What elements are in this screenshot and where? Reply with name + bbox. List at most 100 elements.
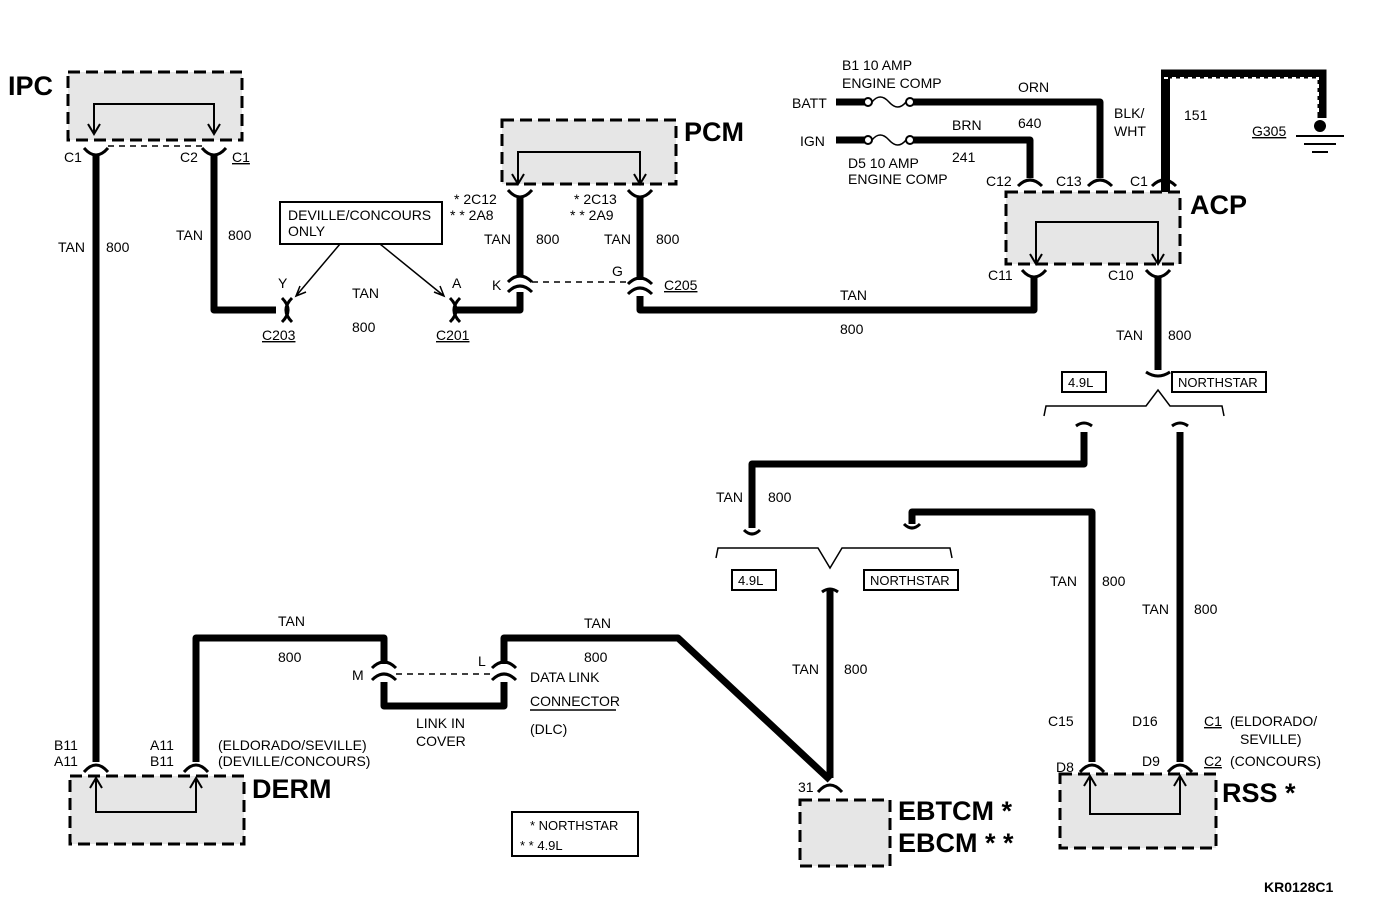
- ipc-pin-c1: C1: [64, 149, 82, 165]
- conn-c203: C203: [262, 327, 296, 343]
- circuit-number: 800: [584, 649, 608, 665]
- rss-conn: C1: [1204, 713, 1222, 729]
- engine-northstar: NORTHSTAR: [870, 573, 950, 588]
- engine-49l: 4.9L: [738, 573, 763, 588]
- wire-color: TAN: [176, 227, 203, 243]
- fuse-d5-label: D5 10 AMP: [848, 155, 919, 171]
- conn-l: L: [478, 653, 486, 669]
- wire-link: [380, 682, 508, 710]
- wire-color: TAN: [278, 613, 305, 629]
- rss-conn-note: (ELDORADO/: [1230, 713, 1317, 729]
- acp-pin: C10: [1108, 267, 1134, 283]
- wire-color: TAN: [792, 661, 819, 677]
- deville-note: DEVILLE/CONCOURS: [288, 207, 431, 223]
- connector-pins: [82, 146, 1225, 794]
- wire-color: TAN: [604, 231, 631, 247]
- conn-k: K: [492, 277, 502, 293]
- ipc-pin-c1b: C1: [232, 149, 250, 165]
- ipc-label: IPC: [8, 71, 53, 101]
- derm-variant: (ELDORADO/SEVILLE): [218, 737, 367, 753]
- deville-note: ONLY: [288, 223, 326, 239]
- wire-color: ORN: [1018, 79, 1049, 95]
- wire-derm-m: [192, 634, 388, 762]
- circuit-number: 800: [352, 319, 376, 335]
- circuit-number: 800: [1102, 573, 1126, 589]
- rss-pin: D8: [1056, 759, 1074, 775]
- circuit-number: 800: [106, 239, 130, 255]
- wire-color: TAN: [1142, 601, 1169, 617]
- circuit-number: 800: [840, 321, 864, 337]
- rss-conn: C2: [1204, 753, 1222, 769]
- rss-pin: D9: [1142, 753, 1160, 769]
- engine-northstar: NORTHSTAR: [1178, 375, 1258, 390]
- conn-m: M: [352, 667, 364, 683]
- figure-id: KR0128C1: [1264, 879, 1333, 895]
- dlc-label: DATA LINK: [530, 669, 600, 685]
- conn-c201: C201: [436, 327, 470, 343]
- circuit-number: 800: [228, 227, 252, 243]
- wire-color: TAN: [1050, 573, 1077, 589]
- circuit-number: 800: [536, 231, 560, 247]
- conn-a: A: [452, 275, 462, 291]
- dlc-label: CONNECTOR: [530, 693, 620, 709]
- wire-color: BLK/: [1114, 105, 1144, 121]
- ign-label: IGN: [800, 133, 825, 149]
- rss-conn-note: SEVILLE): [1240, 731, 1301, 747]
- derm-pin: A11: [54, 753, 78, 769]
- rss-pin: C15: [1048, 713, 1074, 729]
- wire-l-ebtcm: [500, 634, 833, 783]
- ebtcm-module: EBTCM * EBCM * *: [798, 796, 1014, 868]
- circuit-number: 241: [952, 149, 976, 165]
- wire-color: TAN: [484, 231, 511, 247]
- derm-label: DERM: [252, 774, 332, 804]
- circuit-number: 800: [768, 489, 792, 505]
- ground-label: G305: [1252, 123, 1286, 139]
- ebtcm-label: EBTCM *: [898, 796, 1012, 826]
- pcm-pin: * 2C12: [454, 191, 497, 207]
- circuit-number: 151: [1184, 107, 1208, 123]
- acp-module: ACP: [1004, 190, 1247, 266]
- wire-color: TAN: [840, 287, 867, 303]
- ebcm-label: EBCM * *: [898, 828, 1014, 858]
- ground-symbol-icon: [1296, 120, 1344, 153]
- wire-orn-640: [912, 98, 1104, 178]
- circuit-number: 800: [1168, 327, 1192, 343]
- conn-c205: C205: [664, 277, 698, 293]
- rss-pin: D16: [1132, 713, 1158, 729]
- ground-wire: [1161, 69, 1327, 192]
- derm-variant: (DEVILLE/CONCOURS): [218, 753, 370, 769]
- rss-module: RSS *: [1058, 772, 1296, 850]
- acp-pin: C13: [1056, 173, 1082, 189]
- ebtcm-pin: 31: [798, 779, 814, 795]
- rss-conn-note: (CONCOURS): [1230, 753, 1321, 769]
- pcm-pin: * 2C13: [574, 191, 617, 207]
- batt-label: BATT: [792, 95, 827, 111]
- link-note: COVER: [416, 733, 466, 749]
- wire-c201-k: [456, 292, 524, 314]
- derm-pin: B11: [150, 753, 174, 769]
- pcm-module: PCM: [500, 117, 744, 186]
- wire-g-acp: [636, 278, 1038, 314]
- circuit-number: 640: [1018, 115, 1042, 131]
- fuse-d5-label: ENGINE COMP: [848, 171, 948, 187]
- circuit-number: 800: [656, 231, 680, 247]
- circuit-number: 800: [1194, 601, 1218, 617]
- pcm-label: PCM: [684, 117, 744, 147]
- rss-label: RSS *: [1222, 778, 1296, 808]
- dlc-label: (DLC): [530, 721, 567, 737]
- engine-49l: 4.9L: [1068, 375, 1093, 390]
- wire-ns2-rss: [908, 508, 1096, 762]
- circuit-number: 800: [844, 661, 868, 677]
- ipc-pin-c2: C2: [180, 149, 198, 165]
- derm-module: DERM: [68, 774, 332, 846]
- wire-brn-241: [912, 136, 1034, 178]
- wire-color: TAN: [584, 615, 611, 631]
- acp-pin: C1: [1130, 173, 1148, 189]
- fuse-b1-label: ENGINE COMP: [842, 75, 942, 91]
- pcm-pin: * * 2A9: [570, 207, 614, 223]
- wire-ipc-c203: [210, 156, 276, 314]
- wire-color: WHT: [1114, 123, 1146, 139]
- circuit-number: 800: [278, 649, 302, 665]
- wire-color: TAN: [1116, 327, 1143, 343]
